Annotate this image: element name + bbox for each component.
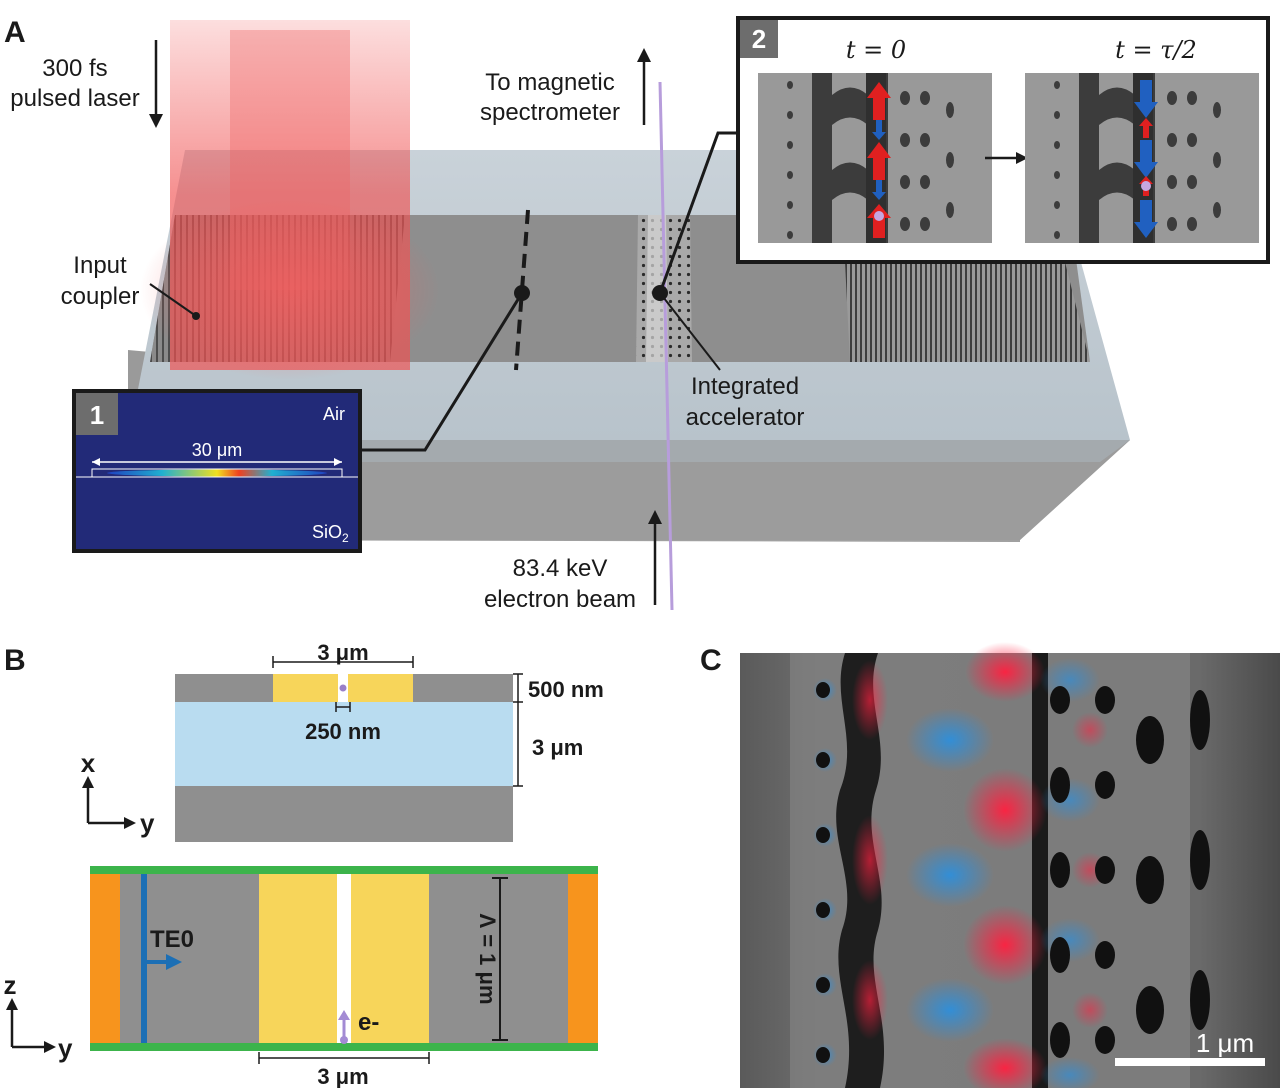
inset1-leader-dot	[514, 285, 530, 301]
left-pml	[90, 872, 120, 1044]
inset1-arrow-right	[334, 458, 342, 466]
axis-y2-label: y	[58, 1033, 73, 1063]
inset1-arrow-left	[92, 458, 100, 466]
input-coupler-dot	[192, 312, 200, 320]
width-bottom-label: 3 μm	[317, 1064, 368, 1088]
electron-source-dot	[340, 1036, 348, 1044]
input-coupler-leader	[149, 283, 197, 317]
laser-spot	[140, 200, 440, 380]
laser-label-2: pulsed laser	[10, 85, 139, 112]
inset2-leader	[658, 131, 740, 294]
width-top-label: 3 μm	[317, 640, 368, 665]
inset1-number: 1	[90, 400, 104, 430]
inset2-t0-label: t = 0	[846, 36, 906, 64]
sem-holes	[816, 682, 1210, 1063]
slab-side	[128, 440, 1130, 540]
beam-label-1: 83.4 keV	[513, 555, 608, 582]
sem-right-wall	[1032, 653, 1048, 1088]
inset2-right-field-arrows	[1134, 80, 1158, 238]
oxide-thickness-label: 3 μm	[532, 735, 583, 760]
inset2-time-arrow-head	[1016, 152, 1028, 164]
electron-arrow-head	[338, 1010, 350, 1020]
substrate-layer	[175, 786, 513, 842]
sem-red-field	[852, 642, 1108, 1088]
panel-a-letter: A	[4, 16, 26, 49]
beam-label-2: electron beam	[484, 586, 636, 613]
laser-core	[230, 30, 350, 290]
scale-bar	[1115, 1058, 1265, 1066]
thickness-label: 500 nm	[528, 677, 604, 702]
panel-b-letter: B	[4, 644, 26, 677]
inset1-width-label: 30 μm	[192, 440, 242, 460]
inset2-number: 2	[752, 24, 766, 54]
slab-side-highlight	[128, 440, 1130, 462]
laser-label-1: 300 fs	[42, 55, 107, 82]
input-coupler-label-2: coupler	[61, 283, 140, 310]
inset1-leader	[360, 292, 524, 452]
inset-1: 1 Air 30 μm SiO2	[72, 389, 362, 553]
beam-arrow-head	[648, 510, 662, 524]
electron-channel	[337, 872, 351, 1044]
spectrometer-label-2: spectrometer	[480, 99, 620, 126]
inset2-number-box	[740, 20, 778, 58]
panel-c-letter: C	[700, 644, 722, 677]
electron-beam-line	[658, 81, 674, 611]
accelerator-label-2: accelerator	[686, 404, 805, 431]
inset-2: 2 t = 0 t = τ/2	[736, 16, 1270, 264]
unit-cell-top-view: TE0 e- Λ = 1 μm	[90, 866, 598, 1051]
axis-xy: x y	[81, 748, 155, 838]
spectrometer-label-1: To magnetic	[485, 69, 614, 96]
inset2-left-field-arrows	[867, 82, 891, 238]
inset1-air-label: Air	[323, 404, 345, 424]
period-label: Λ = 1 μm	[475, 913, 500, 1004]
oxide-layer	[175, 702, 513, 786]
axis-z-label: z	[4, 970, 17, 1000]
axis-y-label: y	[140, 808, 155, 838]
te0-arrow-head	[166, 954, 182, 970]
inset1-sio2-label: SiO2	[312, 522, 349, 545]
sem-field-overlay: 1 μm	[740, 642, 1280, 1088]
electron-label: e-	[358, 1009, 379, 1036]
scale-bar-label: 1 μm	[1196, 1028, 1254, 1058]
right-pml	[568, 872, 598, 1044]
inset1-mode-profile	[107, 469, 327, 477]
axis-x-label: x	[81, 748, 96, 778]
inset2-left-structure	[758, 73, 992, 243]
electron-dot	[339, 684, 347, 692]
inset1-number-box	[76, 393, 118, 435]
accelerator-leader	[659, 292, 721, 371]
output-grating	[845, 262, 1090, 362]
inset2-thalf-label: t = τ/2	[1115, 36, 1197, 64]
accelerator-label-1: Integrated	[691, 373, 799, 400]
spectrometer-arrow-head	[637, 48, 651, 62]
top-periodic-boundary	[90, 866, 598, 874]
bottom-periodic-boundary	[90, 1043, 598, 1051]
inset2-right-structure	[1025, 73, 1259, 243]
te0-label: TE0	[150, 926, 194, 953]
laser-arrow-head	[149, 114, 163, 128]
cross-section	[175, 674, 513, 842]
te0-source	[141, 874, 147, 1043]
cross-section-dashed-line	[514, 209, 530, 371]
input-coupler-label-1: Input	[73, 252, 127, 279]
gap-label: 250 nm	[305, 719, 381, 744]
axis-zy: z y	[4, 970, 74, 1063]
